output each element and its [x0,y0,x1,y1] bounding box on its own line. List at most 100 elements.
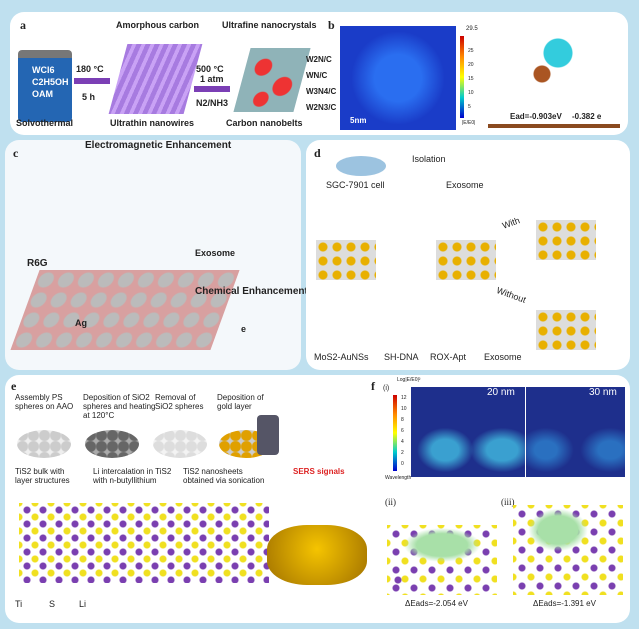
field-map-20nm [411,387,525,477]
adsorption-iii [513,505,623,595]
colorbar-tick: 25 [468,48,474,54]
product: W3N4/C [306,87,337,96]
colorbar-tick: 20 [468,62,474,68]
legend-s: S [49,599,56,609]
panel-ab: a WCl6 C2H5OH OAM Solvothermal 180 °C 5 … [10,12,628,135]
without-label: Without [495,285,528,305]
label-30nm: 30 nm [589,387,617,398]
microscope [257,415,279,455]
ps-spheres [17,430,71,458]
panel-d: d SGC-7901 cell Isolation Exosome With W… [306,140,630,370]
colorbar [460,36,464,118]
substrate [10,270,240,350]
r6g: R6G [27,258,48,269]
exosome: Exosome [195,248,236,258]
vial-line: OAM [32,89,53,99]
ead: Ead=-0.903eV [510,112,562,121]
cb-tick: 6 [401,428,404,434]
sub-i: (i) [383,385,390,392]
adsorption-ii [387,525,497,595]
cb-tick: 4 [401,439,404,445]
tis2-nanosheets: TiS2 nanosheets obtained via sonication [183,467,265,485]
graphene-chain [488,124,620,128]
with-label: With [500,215,522,231]
label-e: e [11,379,17,393]
vial-line: WCl6 [32,65,55,75]
vial [18,50,72,122]
step2-pressure: 1 atm [200,74,224,84]
label-b: b [328,18,335,32]
charge: -0.382 e [572,112,602,121]
product: W2N/C [306,55,332,64]
cb-tick: 0 [401,461,404,467]
label-d: d [314,146,321,160]
solvothermal: Solvothermal [16,118,74,128]
aunss-2 [436,240,496,280]
field-heatmap [340,26,456,130]
arrow-icon [194,86,230,92]
sio2-spheres [85,430,139,458]
energy-iii: ΔEads=-1.391 eV [533,599,596,608]
carbon-nanobelts: Carbon nanobelts [226,118,303,128]
legend-exosome: Exosome [484,352,522,362]
cb-tick: 10 [401,406,407,412]
aunss-4 [536,310,596,350]
step-2: Deposition of SiO2 spheres and heating a… [83,393,156,420]
scale-bar: 5nm [350,116,367,125]
chem-title: Chemical Enhancement [195,286,308,297]
wavelength: Wavelength [385,475,412,481]
legend-li: Li [79,599,87,609]
ultrafine: Ultrafine nanocrystals [222,20,317,30]
step-1: Assembly PS spheres on AAO [15,393,74,411]
li-intercalation: Li intercalation in TiS2 with n-butyllit… [93,467,172,485]
cb-tick: 2 [401,450,404,456]
nanobelts [233,48,311,112]
cb-tick: 12 [401,395,407,401]
panel-c: c Electromagnetic Enhancement R6G Exosom… [5,140,308,370]
gold-substrate [267,525,367,585]
legend-ti: Ti [15,599,23,609]
label-f: f [371,379,375,393]
legend-roxapt: ROX-Apt [430,352,467,362]
vial-line: C2H5OH [32,77,69,87]
colorbar-tick: 10 [468,90,474,96]
label-c: c [13,146,19,160]
ultrathin-nanowires: Ultrathin nanowires [110,118,195,128]
arrow-icon [74,78,110,84]
em-title: Electromagnetic Enhancement [85,140,232,151]
cb-tick: 8 [401,417,404,423]
step-3: Removal of SiO2 spheres [155,393,204,411]
legend-mos2: MoS2-AuNSs [314,352,369,362]
petri-dish [336,156,386,176]
colorbar-label: |E/E0| [462,120,476,126]
exosome-label: Exosome [446,180,484,190]
sers-signals: SERS signals [293,467,345,476]
sub-iii: (iii) [501,497,515,507]
amorphous-carbon: Amorphous carbon [116,20,200,30]
removed [153,430,207,458]
step1-time: 5 h [82,92,96,102]
label-a: a [20,18,26,32]
ag: Ag [75,318,87,328]
step2-gas: N2/NH3 [196,98,229,108]
aunss-3 [536,220,596,260]
energy-ii: ΔEads=-2.054 eV [405,599,468,608]
step2-temp: 500 °C [196,64,224,74]
colorbar-tick: 5 [468,104,471,110]
step-4: Deposition of gold layer [217,393,264,411]
isolation: Isolation [412,154,446,164]
nanowires [108,44,203,114]
colorbar-max: 29.5 [466,26,478,32]
product: W2N3/C [306,103,337,112]
label-20nm: 20 nm [487,387,515,398]
step1-temp: 180 °C [76,64,104,74]
sub-ii: (ii) [385,497,396,507]
product: WN/C [306,71,328,80]
tis2-bulk: TiS2 bulk with layer structures [15,467,70,485]
cell-label: SGC-7901 cell [326,180,385,190]
tis2-lattice [19,503,269,583]
molecule [510,32,590,102]
electron: e [241,324,247,334]
colorbar-f [393,395,397,471]
